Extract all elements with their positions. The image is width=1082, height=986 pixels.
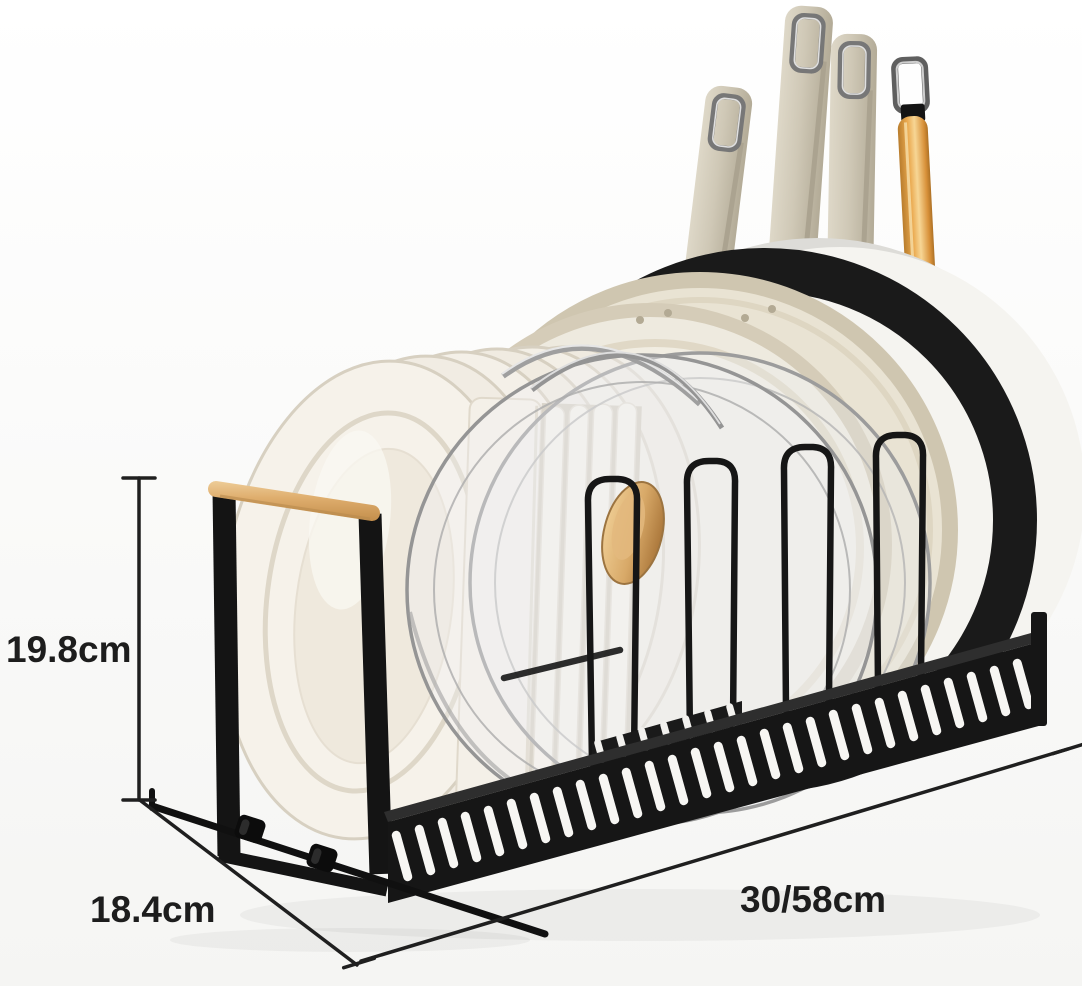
rail-slot xyxy=(552,786,574,838)
frame-right-post xyxy=(358,513,393,875)
foot-bar xyxy=(148,802,549,938)
depth-dimension-line xyxy=(139,799,359,967)
wood-handle-shade xyxy=(219,494,371,521)
rail-slot xyxy=(437,817,459,869)
wire-dividers xyxy=(500,431,927,767)
wooden-pan-handle xyxy=(891,56,936,292)
rail-slot xyxy=(897,690,919,742)
foot-shadow xyxy=(170,928,530,952)
rail-slot xyxy=(782,722,804,774)
rail-slot xyxy=(759,728,781,780)
rail-slot xyxy=(529,792,551,844)
foot-knob xyxy=(234,814,266,844)
dimension-annotations xyxy=(121,476,1082,970)
loop-highlight xyxy=(841,45,867,95)
lid-bail-handle-icon xyxy=(530,352,725,430)
hanging-loop-icon xyxy=(837,40,872,100)
rail-slot xyxy=(736,735,758,787)
height-dimension xyxy=(121,476,157,802)
loop-highlight xyxy=(793,17,822,70)
rail-slot xyxy=(690,747,712,799)
rail-slot xyxy=(966,671,988,723)
rail-slot xyxy=(1012,658,1034,710)
rail-slot xyxy=(391,830,413,882)
frame-left-post xyxy=(212,489,241,857)
rivet xyxy=(768,305,776,313)
beige-pan-handle-3 xyxy=(826,33,878,301)
lid-bail-handle-icon xyxy=(501,344,703,407)
wood-carry-handle xyxy=(208,481,380,521)
frame-bottom-bar xyxy=(217,848,389,897)
rail-slot xyxy=(828,709,850,761)
rail-slots xyxy=(391,658,1034,882)
rail-slot xyxy=(644,760,666,812)
rail-slot xyxy=(989,665,1011,717)
rail-slot xyxy=(506,798,528,850)
width-label: 30/58cm xyxy=(740,879,886,920)
slide-out-foot xyxy=(148,788,549,938)
lid-bail-highlight xyxy=(530,351,721,425)
width-dimension-line xyxy=(359,747,1070,963)
base-rail xyxy=(384,612,1047,903)
hanging-loop-icon xyxy=(707,93,746,153)
rivet xyxy=(741,314,749,322)
rail-slot xyxy=(621,767,643,819)
depth-label: 18.4cm xyxy=(90,889,216,930)
rail-slot xyxy=(460,811,482,863)
divider xyxy=(780,443,835,714)
rivet xyxy=(664,309,672,317)
rail-slot xyxy=(874,697,896,749)
left-frame xyxy=(208,481,393,897)
square-plate-edge xyxy=(524,405,539,806)
width-end-tick xyxy=(1050,742,1082,756)
knob-highlight xyxy=(239,819,250,835)
rail-end-bracket xyxy=(1031,612,1047,726)
rail-slot xyxy=(920,684,942,736)
dimension-labels: 19.8cm 18.4cm 30/58cm xyxy=(6,629,886,930)
loop-highlight xyxy=(712,97,742,148)
divider xyxy=(872,431,927,691)
height-label: 19.8cm xyxy=(6,629,132,670)
rail-top-bevel xyxy=(384,630,1046,822)
width-dimension xyxy=(359,742,1082,963)
pot-rack-product xyxy=(148,5,1082,938)
handle-body xyxy=(767,5,833,289)
rail-slot xyxy=(598,773,620,825)
rail-slot xyxy=(943,677,965,729)
divider-runner-wire xyxy=(500,646,624,682)
lid-bail-highlight xyxy=(501,344,699,401)
rail-slot xyxy=(713,741,735,793)
divider xyxy=(584,475,641,767)
rivet xyxy=(636,316,644,324)
hanging-loop-icon xyxy=(789,12,826,74)
foot-knob xyxy=(306,843,338,873)
rail-slot xyxy=(575,779,597,831)
divider xyxy=(683,457,739,742)
rail-slot xyxy=(805,716,827,768)
knob-highlight xyxy=(311,848,322,864)
rail-slot xyxy=(851,703,873,755)
rail-slot xyxy=(414,824,436,876)
rail-slot xyxy=(667,754,689,806)
rail-slot xyxy=(483,805,505,857)
